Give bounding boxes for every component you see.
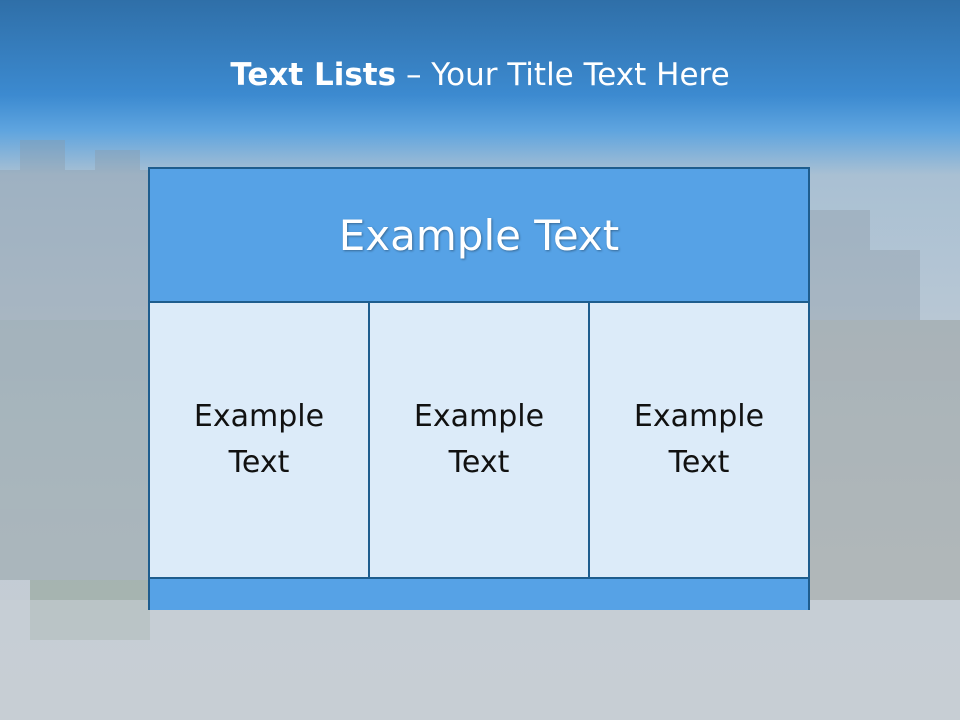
box-columns: Example Text Example Text Example Text <box>150 303 808 577</box>
box-header[interactable]: Example Text <box>150 169 808 303</box>
column-3-text: Example Text <box>633 399 765 480</box>
box-footer <box>150 577 808 610</box>
column-3[interactable]: Example Text <box>590 303 808 577</box>
title-strong: Text Lists <box>230 57 397 93</box>
column-2[interactable]: Example Text <box>370 303 590 577</box>
title-rest: – Your Title Text Here <box>405 57 730 93</box>
column-1-text: Example Text <box>193 399 325 480</box>
text-list-box: Example Text Example Text Example Text E… <box>148 167 810 610</box>
column-2-text: Example Text <box>413 399 545 480</box>
column-1[interactable]: Example Text <box>150 303 370 577</box>
slide-title: Text Lists – Your Title Text Here <box>0 50 960 100</box>
